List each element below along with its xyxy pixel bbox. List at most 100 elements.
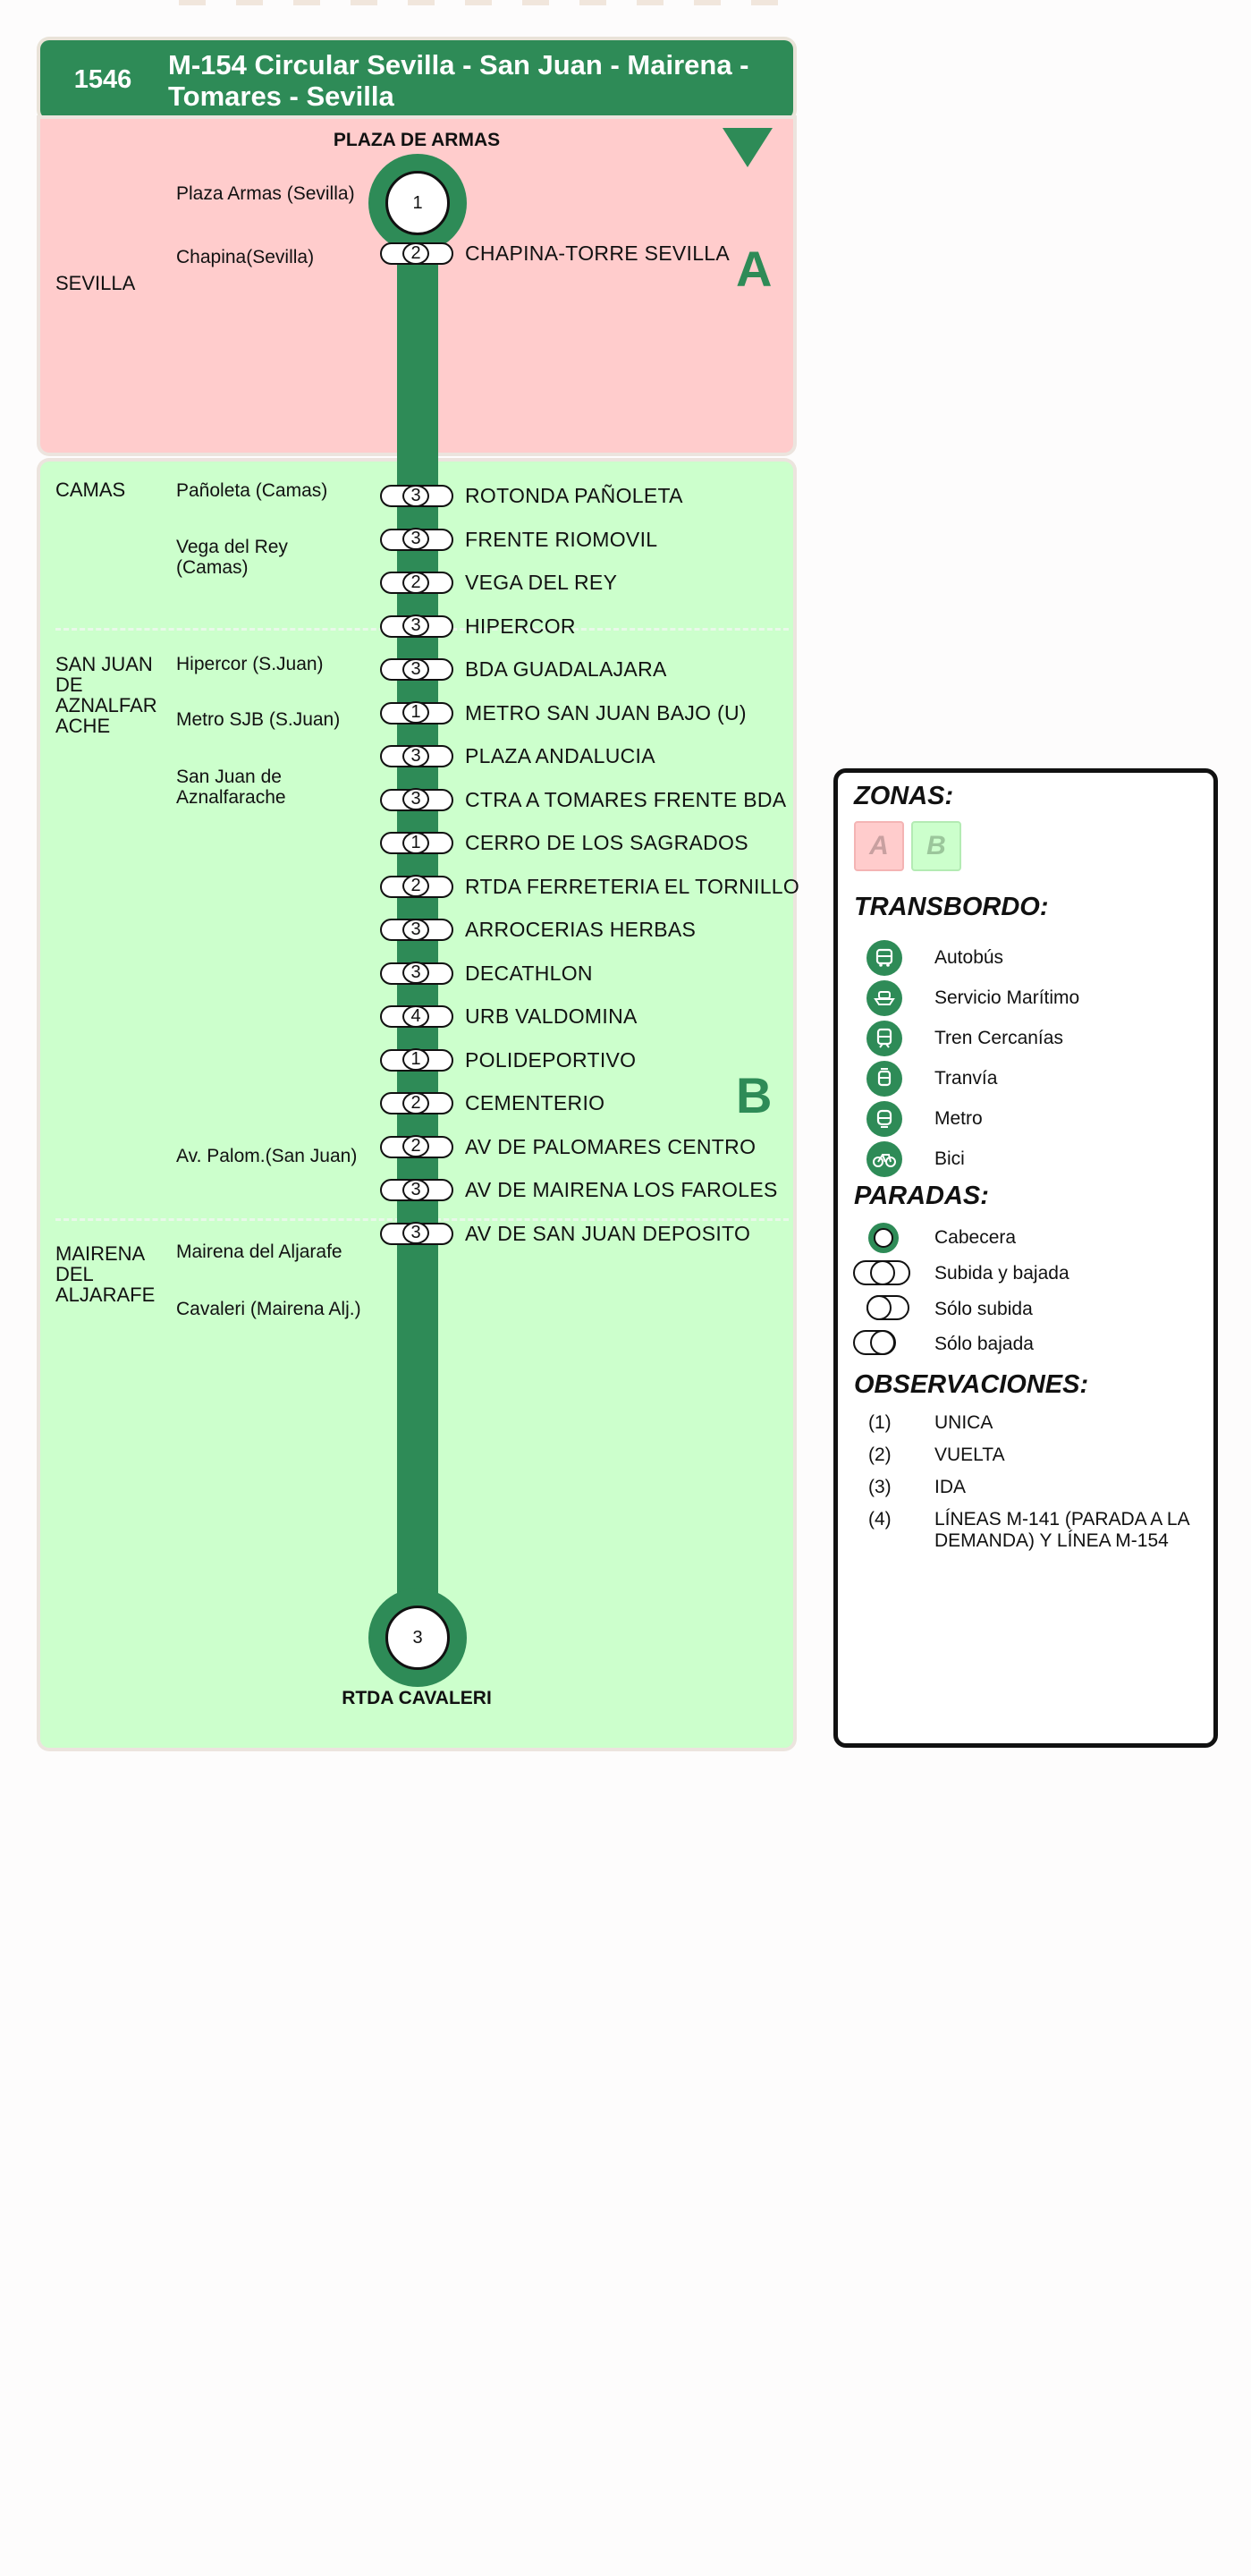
stop-name: URB VALDOMINA [465, 1004, 638, 1028]
stop-marker[interactable]: 3 [380, 528, 453, 551]
municipality-camas: CAMAS [55, 479, 126, 501]
locality-label: Metro SJB (S.Juan) [176, 709, 341, 730]
observation-text: VUELTA [934, 1445, 1005, 1465]
observation-number: (2) [868, 1445, 892, 1465]
legend-parada-label: Cabecera [934, 1227, 1017, 1248]
locality-label: Hipercor (S.Juan) [176, 654, 324, 674]
line-header: 1546 M-154 Circular Sevilla - San Juan -… [40, 40, 793, 119]
stop-marker[interactable]: 2 [380, 1135, 453, 1158]
zone-b-label: B [736, 1067, 773, 1123]
stop-marker[interactable]: 1 [380, 831, 453, 854]
stop-marker[interactable]: 3 [380, 962, 453, 985]
legend-transbordo-label: Servicio Marítimo [934, 987, 1080, 1008]
stop-name: BDA GUADALAJARA [465, 657, 667, 681]
municipality-sevilla: SEVILLA [55, 272, 136, 294]
observation-number: (3) [868, 1477, 892, 1497]
stop-observation-number: 2 [402, 875, 429, 897]
zone-a-label: A [736, 241, 773, 297]
train-icon [866, 1021, 902, 1056]
stop-marker[interactable]: 1 [380, 701, 453, 724]
legend-paradas-title: PARADAS: [854, 1182, 989, 1210]
stop-observation-number: 2 [402, 1135, 429, 1157]
observation-number: (4) [868, 1509, 892, 1530]
solo-subida-symbol-icon [866, 1294, 909, 1320]
observation-text: UNICA [934, 1412, 993, 1433]
legend-observaciones-title: OBSERVACIONES: [854, 1370, 1089, 1399]
terminal-end-name: RTDA CAVALERI [342, 1688, 492, 1708]
stop-observation-number: 1 [402, 701, 429, 724]
observation-number: (1) [868, 1412, 892, 1433]
stop-marker[interactable]: 3 [380, 657, 453, 681]
stop-marker[interactable]: 3 [380, 1178, 453, 1201]
stop-name: ROTONDA PAÑOLETA [465, 484, 683, 507]
legend-transbordo-label: Metro [934, 1108, 983, 1129]
terminal-end-marker[interactable]: 3 [368, 1589, 467, 1687]
stop-marker[interactable]: 4 [380, 1004, 453, 1028]
legend-transbordo-label: Bici [934, 1148, 965, 1169]
stop-observation-number: 3 [402, 528, 429, 550]
direction-triangle-icon [723, 128, 773, 167]
legend-transbordo-title: TRANSBORDO: [854, 893, 1049, 921]
stop-name: METRO SAN JUAN BAJO (U) [465, 700, 747, 724]
observation-text: IDA [934, 1477, 967, 1497]
stop-name: CERRO DE LOS SAGRADOS [465, 831, 748, 854]
locality-label: Pañoleta (Camas) [176, 480, 328, 501]
stop-marker[interactable]: 3 [380, 744, 453, 767]
municipality-san-juan: SAN JUAN DE AZNALFAR ACHE [55, 653, 157, 737]
stop-marker[interactable]: 3 [380, 918, 453, 941]
locality-label: Chapina(Sevilla) [176, 247, 315, 267]
stop-marker[interactable]: 3 [380, 1222, 453, 1245]
terminal-start-name: PLAZA DE ARMAS [333, 130, 501, 150]
stop-observation-number: 3 [402, 657, 429, 681]
tram-icon [866, 1061, 902, 1097]
legend-parada-label: Sólo bajada [934, 1334, 1034, 1354]
stop-name: PLAZA ANDALUCIA [465, 744, 655, 767]
locality-label: Mairena del Aljarafe [176, 1241, 342, 1262]
stop-observation-number: 3 [402, 484, 429, 507]
locality-label: San Juan de Aznalfarache [176, 767, 286, 808]
stop-name: VEGA DEL REY [465, 571, 618, 594]
stop-name: POLIDEPORTIVO [465, 1047, 637, 1072]
metro-icon [866, 1101, 902, 1137]
stop-name: CEMENTERIO [465, 1091, 605, 1114]
legend-zonas-title: ZONAS: [854, 782, 954, 810]
terminal-end-number: 3 [385, 1606, 450, 1670]
locality-label: Cavaleri (Mairena Alj.) [176, 1299, 361, 1319]
stop-marker[interactable]: 3 [380, 614, 453, 638]
stop-name: DECATHLON [465, 961, 593, 985]
stop-marker[interactable]: 1 [380, 1048, 453, 1072]
bicycle-icon [866, 1141, 902, 1177]
stop-observation-number: 3 [402, 744, 429, 767]
stop-marker[interactable]: 3 [380, 484, 453, 507]
stop-marker[interactable]: 2 [380, 875, 453, 898]
legend-parada-label: Subida y bajada [934, 1263, 1069, 1284]
stop-marker[interactable]: 3 [380, 788, 453, 811]
stop-observation-number: 1 [402, 831, 429, 854]
legend-transbordo-label: Tren Cercanías [934, 1028, 1063, 1048]
stop-marker[interactable]: 2 [380, 1091, 453, 1114]
stop-observation-number: 4 [402, 1004, 429, 1028]
stop-name: AV DE PALOMARES CENTRO [465, 1134, 757, 1158]
stop-observation-number: 3 [402, 788, 429, 810]
stop-name: HIPERCOR [465, 614, 576, 638]
stop-observation-number: 2 [402, 571, 429, 594]
ferry-icon [866, 980, 902, 1016]
stop-observation-number: 2 [402, 1091, 429, 1114]
stop-marker[interactable]: 2 [380, 242, 453, 265]
stop-observation-number: 1 [402, 1048, 429, 1071]
legend-parada-label: Sólo subida [934, 1299, 1033, 1319]
stop-observation-number: 2 [402, 242, 429, 265]
legend-panel: ZONAS: A B TRANSBORDO: Autobús Servicio … [833, 768, 1218, 1748]
stop-name: RTDA FERRETERIA EL TORNILLO [465, 874, 800, 898]
terminal-start-marker[interactable]: 1 [368, 154, 467, 252]
legend-transbordo-label: Autobús [934, 947, 1004, 968]
stop-name: AV DE MAIRENA LOS FAROLES [465, 1178, 778, 1201]
cabecera-symbol-icon [868, 1223, 899, 1253]
legend-zone-b-chip: B [911, 821, 961, 871]
stop-marker[interactable]: 2 [380, 571, 453, 594]
municipality-mairena: MAIRENA DEL ALJARAFE [55, 1242, 156, 1306]
legend-transbordo-label: Tranvía [934, 1068, 998, 1089]
stop-observation-number: 3 [402, 918, 429, 941]
solo-bajada-symbol-icon [853, 1329, 896, 1355]
bus-icon [866, 940, 902, 976]
